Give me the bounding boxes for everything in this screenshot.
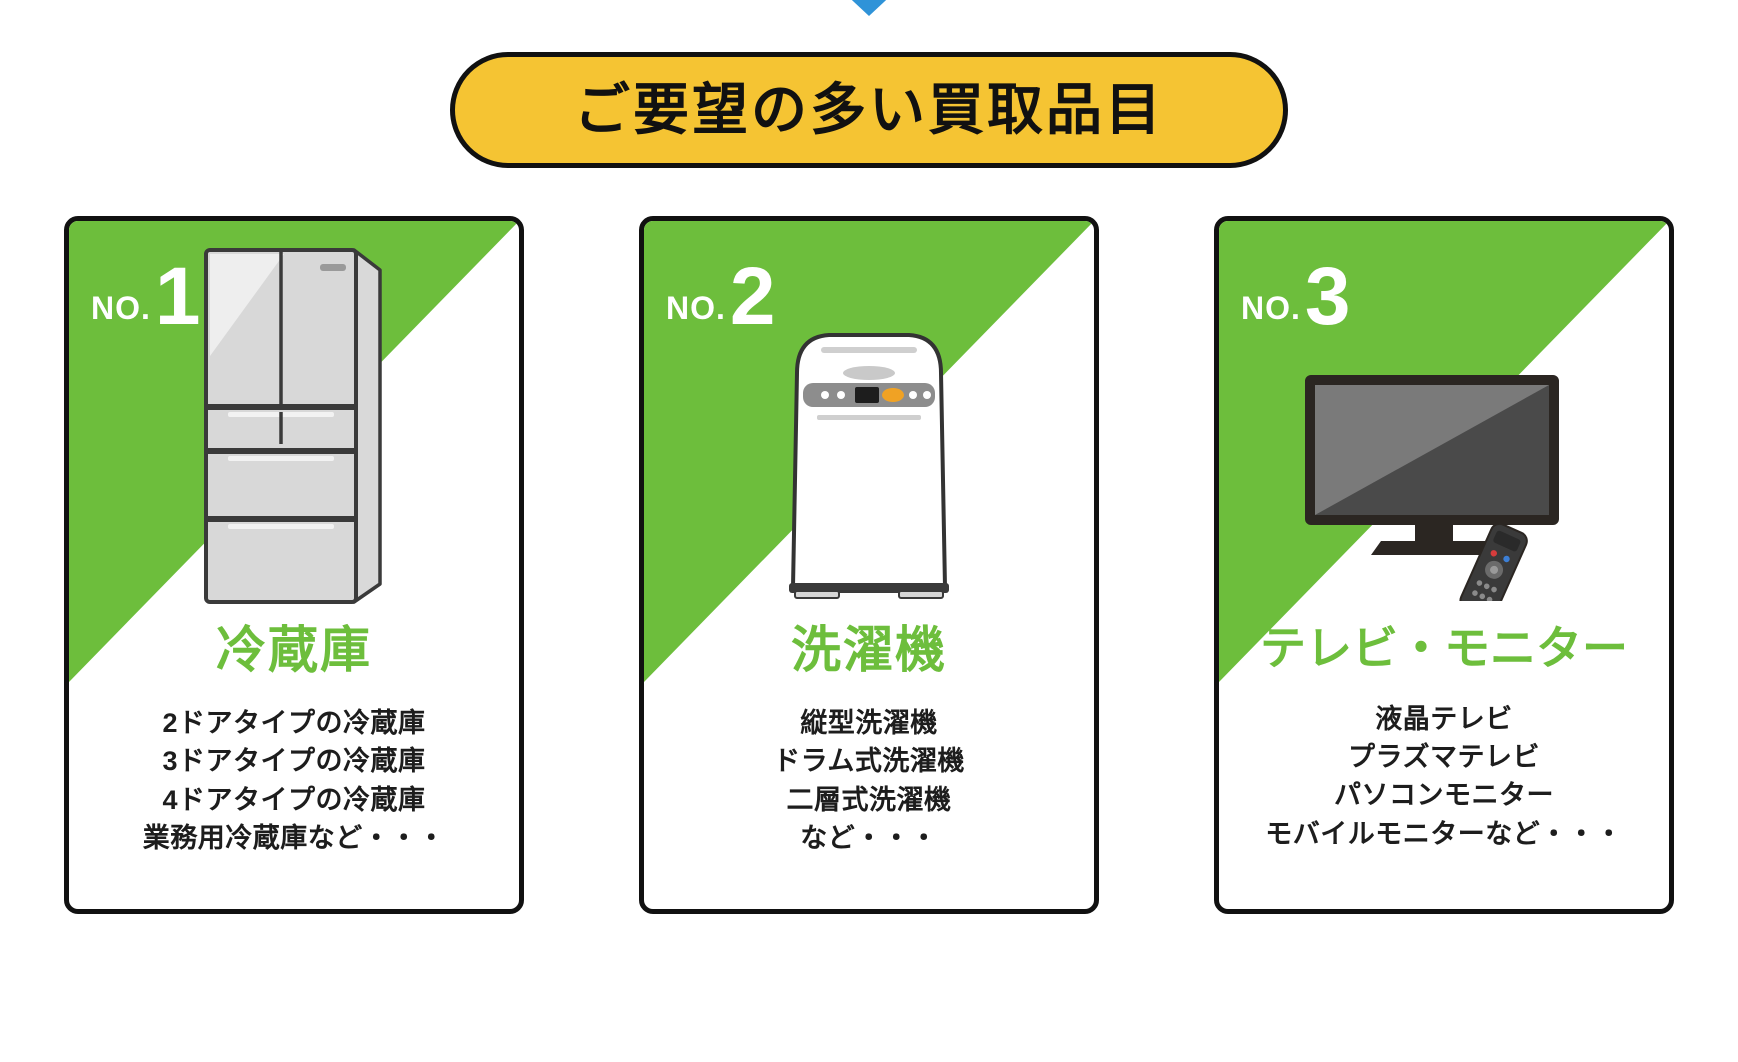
ranking-card-list: NO. 1 <box>64 216 1674 914</box>
rank-badge-1: NO. 1 <box>91 251 201 342</box>
list-item: プラズマテレビ <box>1348 741 1540 772</box>
list-item: 縦型洗濯機 <box>800 708 938 738</box>
rank-prefix: NO. <box>91 290 151 327</box>
list-item: ドラム式洗濯機 <box>773 746 965 777</box>
list-item: など・・・ <box>800 822 938 853</box>
card-text-1: 冷蔵庫 2ドアタイプの冷蔵庫 3ドアタイプの冷蔵庫 4ドアタイプの冷蔵庫 業務用… <box>69 623 519 857</box>
card-item-list-3: 液晶テレビ プラズマテレビ パソコンモニター モバイルモニターなど・・・ <box>1219 700 1669 853</box>
list-item: モバイルモニターなど・・・ <box>1265 818 1623 849</box>
header-pill: ご要望の多い買取品目 <box>450 52 1288 168</box>
header-banner: ご要望の多い買取品目 <box>0 52 1738 168</box>
card-item-list-1: 2ドアタイプの冷蔵庫 3ドアタイプの冷蔵庫 4ドアタイプの冷蔵庫 業務用冷蔵庫な… <box>69 704 519 857</box>
ranking-card-1[interactable]: NO. 1 <box>64 216 524 914</box>
card-text-2: 洗濯機 縦型洗濯機 ドラム式洗濯機 二層式洗濯機 など・・・ <box>644 623 1094 857</box>
page-title: ご要望の多い買取品目 <box>574 78 1164 141</box>
rank-badge-3: NO. 3 <box>1241 251 1351 342</box>
list-item: 液晶テレビ <box>1375 703 1513 734</box>
card-title-1: 冷蔵庫 <box>216 622 372 678</box>
list-item: 業務用冷蔵庫など・・・ <box>142 822 446 853</box>
rank-prefix: NO. <box>666 290 726 327</box>
rank-prefix: NO. <box>1241 290 1301 327</box>
list-item: 二層式洗濯機 <box>786 784 952 815</box>
ranking-card-2[interactable]: NO. 2 <box>639 216 1099 914</box>
card-item-list-2: 縦型洗濯機 ドラム式洗濯機 二層式洗濯機 など・・・ <box>644 704 1094 857</box>
rank-number: 2 <box>729 251 776 342</box>
ranking-card-3[interactable]: NO. 3 <box>1214 216 1674 914</box>
blue-triangle-ornament <box>809 0 929 16</box>
card-title-2: 洗濯機 <box>791 622 947 678</box>
list-item: パソコンモニター <box>1334 780 1554 811</box>
card-title-3: テレビ・モニター <box>1260 622 1628 674</box>
rank-number: 3 <box>1304 251 1351 342</box>
list-item: 2ドアタイプの冷蔵庫 <box>162 708 426 738</box>
card-text-3: テレビ・モニター 液晶テレビ プラズマテレビ パソコンモニター モバイルモニター… <box>1219 623 1669 853</box>
list-item: 4ドアタイプの冷蔵庫 <box>162 784 426 815</box>
list-item: 3ドアタイプの冷蔵庫 <box>162 746 426 777</box>
rank-badge-2: NO. 2 <box>666 251 776 342</box>
rank-number: 1 <box>154 251 201 342</box>
